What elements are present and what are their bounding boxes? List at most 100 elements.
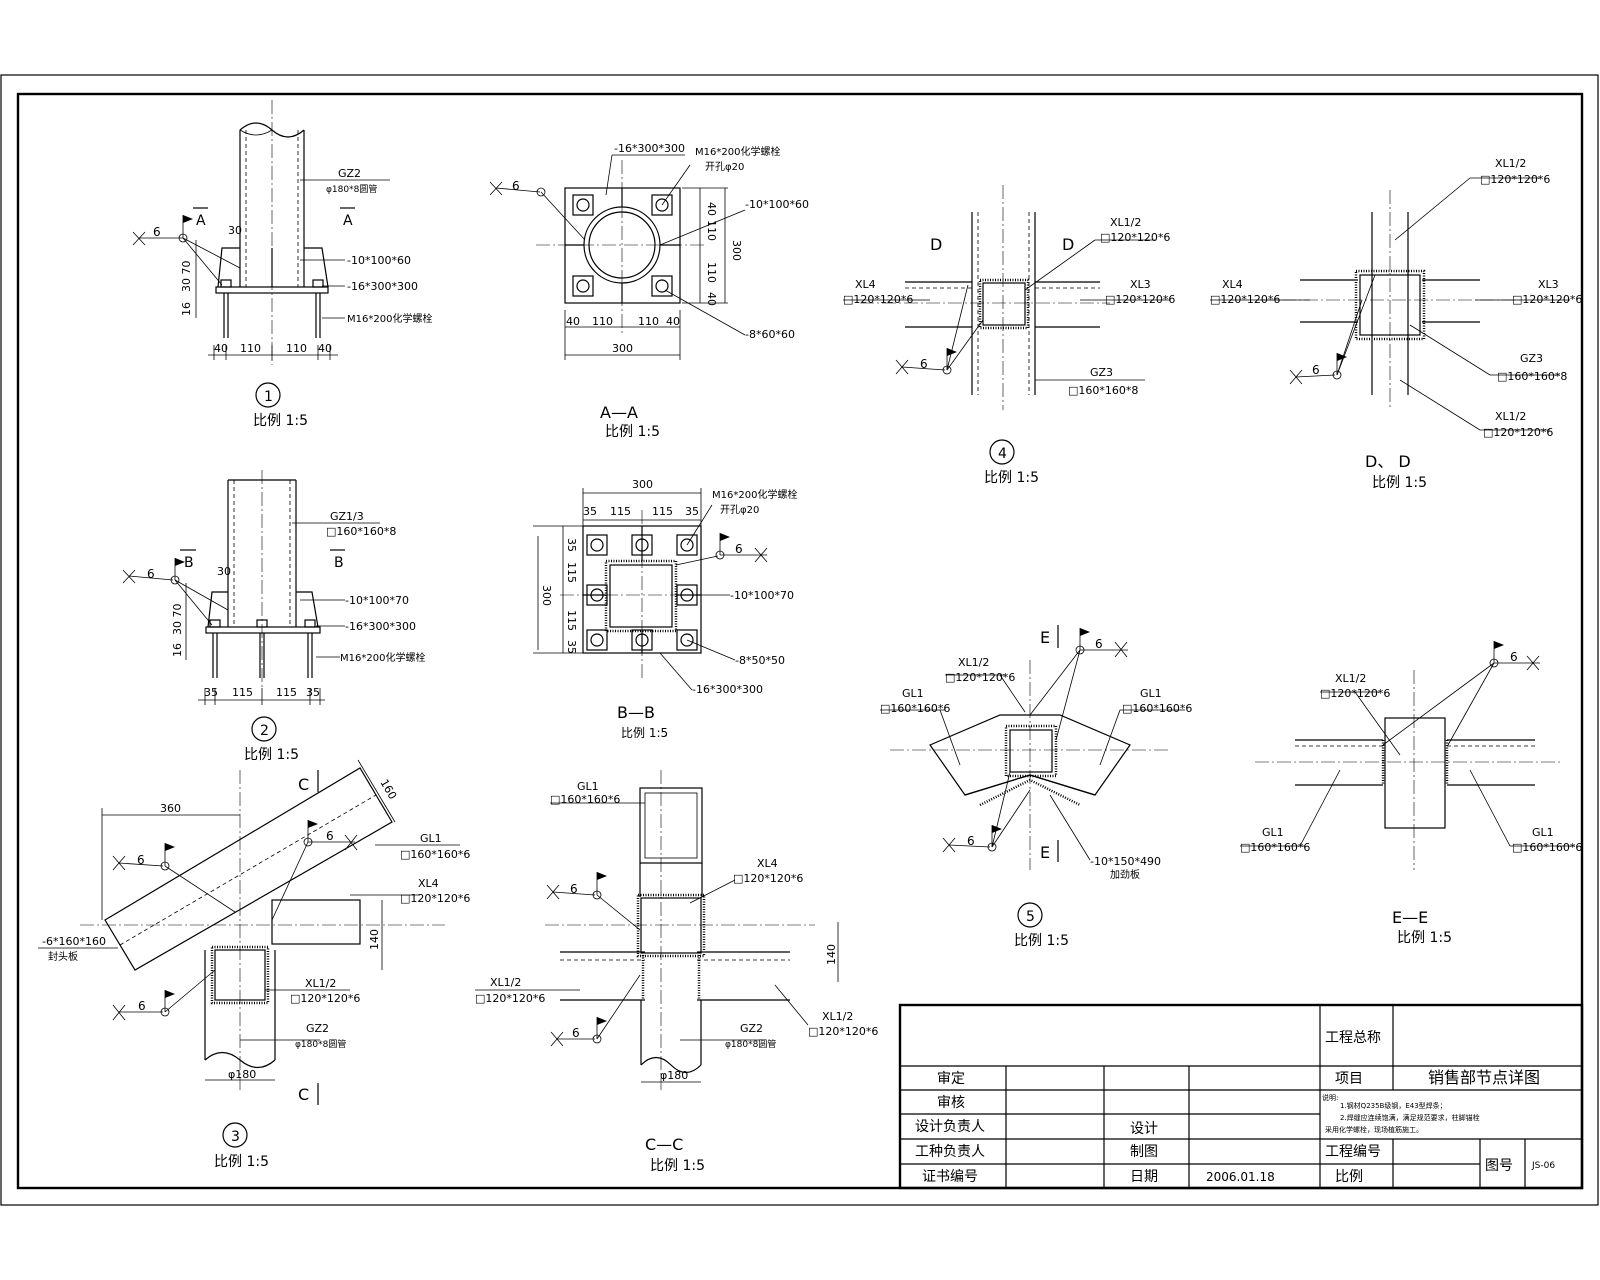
section-mark-e-top: E	[1040, 628, 1050, 647]
section-mark-a-right: A	[343, 213, 353, 229]
section-mark-c-top: C	[298, 775, 309, 794]
member-label: GZ1/3	[330, 510, 364, 523]
gl1-left-size: □160*160*6	[880, 702, 950, 715]
stiffener-label: -10*100*60	[347, 254, 411, 267]
dim-360: 360	[160, 802, 181, 815]
section-mark-a-left: A	[196, 213, 206, 229]
section-cc: 140 φ180 GL1 □160*160*6 XL4 □120*120*6 X…	[475, 770, 878, 1174]
washer-label: -8*50*50	[735, 654, 785, 667]
xl12-left-size: □120*120*6	[475, 992, 545, 1005]
xl12-left-label: XL1/2	[490, 976, 521, 989]
weld-size-1: 6	[1095, 637, 1103, 651]
xl4-label: XL4	[418, 877, 439, 890]
shending-label: 审定	[937, 1071, 965, 1087]
dim-left-2: 115	[565, 562, 578, 583]
plate-label: -16*300*300	[692, 683, 763, 696]
weld-size: 6	[735, 542, 743, 556]
section-mark-d-left: D	[930, 235, 942, 254]
detail-number: 1	[264, 389, 273, 405]
gl1-right-size: □160*160*6	[1512, 841, 1582, 854]
xl12-bottom-label: XL1/2	[1495, 410, 1526, 423]
dim-bottom-3: 110	[638, 315, 659, 328]
dim-left-total: 300	[540, 585, 553, 606]
gz2-size: φ180*8圆管	[295, 1038, 346, 1050]
gz2-label: GZ2	[306, 1022, 329, 1035]
plate-label: -16*300*300	[614, 142, 685, 155]
section-mark-b-right: B	[334, 555, 344, 571]
weld-size-1: 6	[137, 853, 145, 867]
drawing-no-value: JS-06	[1531, 1161, 1555, 1171]
gz2-size: φ180*8圆管	[725, 1038, 776, 1050]
dim-phi: φ180	[228, 1068, 256, 1081]
detail-scale: 比例 1:5	[214, 1154, 269, 1170]
rib-label: -10*150*490	[1090, 855, 1161, 868]
section-scale: 比例 1:5	[605, 424, 660, 440]
section-mark-e-bottom: E	[1040, 843, 1050, 862]
gl1-left-size: □160*160*6	[1240, 841, 1310, 854]
dim-140: 140	[825, 944, 838, 965]
weld-size: 6	[147, 567, 155, 581]
dim-right-4: 40	[705, 292, 718, 306]
stiffener-label: -10*100*70	[345, 594, 409, 607]
section-dd: XL1/2 □120*120*6 XL4 □120*120*6 XL3 □120…	[1210, 157, 1582, 491]
xl12-label: XL1/2	[1110, 216, 1141, 229]
project-no-label: 工程编号	[1325, 1144, 1381, 1160]
dim-top-4: 35	[685, 505, 699, 518]
section-ee: XL1/2 □120*120*6 GL1 □160*160*6 GL1 □160…	[1240, 641, 1582, 946]
date-value: 2006.01.18	[1206, 1170, 1275, 1184]
project-name-label: 工程总称	[1325, 1030, 1381, 1046]
xl3-label: XL3	[1130, 278, 1151, 291]
note-3: 采用化学螺栓，现场植筋施工。	[1325, 1125, 1423, 1134]
dim-30: 30	[228, 224, 242, 237]
dim-bottom-4: 40	[318, 342, 332, 355]
dim-16: 16	[180, 302, 193, 316]
inner-border	[16, 92, 1584, 1190]
weld-size-3: 6	[138, 999, 146, 1013]
dim-left-3: 115	[565, 610, 578, 631]
xl3-size: □120*120*6	[1105, 293, 1175, 306]
dim-bottom-3: 115	[276, 686, 297, 699]
gz2-label: GZ2	[740, 1022, 763, 1035]
section-title: C—C	[645, 1135, 683, 1154]
weld-size: 6	[512, 179, 520, 193]
xl4-size: □120*120*6	[843, 293, 913, 306]
bolt-label: M16*200化学螺栓	[347, 312, 432, 325]
xl12-size: □120*120*6	[945, 671, 1015, 684]
dim-right-1: 40	[705, 202, 718, 216]
member-size: φ180*8圆管	[326, 183, 377, 195]
gl1-left-label: GL1	[1262, 826, 1284, 839]
member-size: □160*160*8	[326, 525, 396, 538]
dim-top-total: 300	[632, 478, 653, 491]
rib-note: 加劲板	[1110, 868, 1140, 881]
dim-bottom-1: 35	[204, 686, 218, 699]
detail-scale: 比例 1:5	[984, 470, 1039, 486]
xl4-size: □120*120*6	[733, 872, 803, 885]
xl4-label: XL4	[855, 278, 876, 291]
detail-scale: 比例 1:5	[244, 747, 299, 763]
detail-number: 2	[260, 723, 269, 739]
xl12-bottom-size: □120*120*6	[1483, 426, 1553, 439]
xl3-label: XL3	[1538, 278, 1559, 291]
stiffener-label: -10*100*60	[745, 198, 809, 211]
member-label: GZ2	[338, 167, 361, 180]
dim-bottom-1: 40	[566, 315, 580, 328]
shenhe-label: 审核	[937, 1095, 965, 1111]
xl12-right-size: □120*120*6	[808, 1025, 878, 1038]
detail-1: A A 6 GZ2 φ180*8圆管 -10*100*60 -16*300*30…	[132, 100, 432, 429]
xl12-top-size: □120*120*6	[1480, 173, 1550, 186]
weld-size-2: 6	[967, 834, 975, 848]
weld-size-1: 6	[570, 882, 578, 896]
bolt-label: M16*200化学螺栓	[695, 145, 780, 158]
dim-bottom-3: 110	[286, 342, 307, 355]
bolt-label: M16*200化学螺栓	[712, 488, 797, 501]
xl12-right-label: XL1/2	[822, 1010, 853, 1023]
dim-bottom-total: 300	[612, 342, 633, 355]
section-scale: 比例 1:5	[1372, 475, 1427, 491]
end-plate-label: -6*160*160	[42, 935, 106, 948]
design-label: 设计	[1130, 1121, 1158, 1137]
dim-30: 30	[217, 565, 231, 578]
xl12-label: XL1/2	[305, 977, 336, 990]
section-mark-d-right: D	[1062, 235, 1074, 254]
xl12-size: □120*120*6	[290, 992, 360, 1005]
section-title: D、 D	[1365, 452, 1411, 471]
